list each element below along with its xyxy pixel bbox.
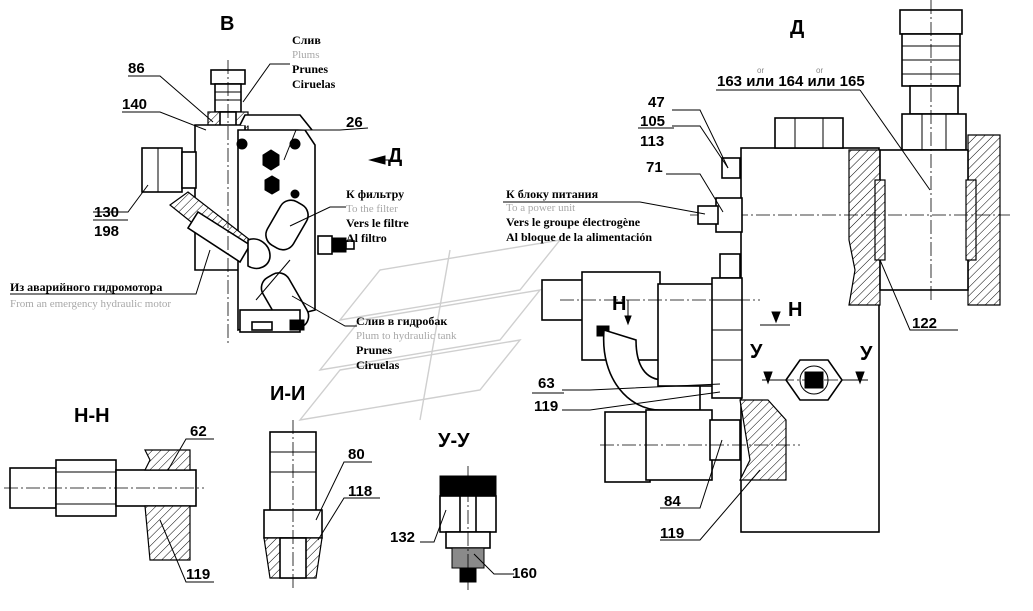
watermark-logo — [298, 239, 562, 421]
callout-86: 86 — [128, 60, 145, 77]
callout-113: 113 — [640, 133, 664, 150]
note-power-en: To a power unit — [506, 202, 575, 214]
or-label-1: or — [757, 66, 764, 75]
note-filter-fr: Vers le filtre — [346, 216, 409, 230]
callout-132: 132 — [390, 529, 415, 546]
piping-view-d — [541, 271, 800, 483]
section-u-marker-left: У — [750, 341, 763, 363]
callout-62: 62 — [190, 423, 207, 440]
section-h-marker-2: Н — [788, 299, 802, 321]
callout-119-hh: 119 — [186, 566, 210, 583]
callout-119-upper: 119 — [534, 398, 558, 415]
section-h-marker: Н — [612, 293, 626, 315]
section-h-h-title: Н-Н — [74, 405, 110, 427]
callout-63: 63 — [538, 375, 555, 392]
note-drain-es: Ciruelas — [292, 77, 336, 91]
valve-block-view-v — [141, 60, 355, 345]
note-emergency-motor: Из аварийного гидромотора From an emerge… — [10, 280, 171, 310]
view-v-title: В — [220, 13, 234, 35]
note-filter-ru: К фильтру — [346, 187, 404, 201]
note-tank-fr: Prunes — [356, 343, 392, 357]
note-tank-es: Ciruelas — [356, 358, 400, 372]
note-power-unit: К блоку питания To a power unit Vers le … — [506, 187, 652, 244]
callout-84: 84 — [664, 493, 681, 510]
valve-body-view-d — [690, 0, 1010, 533]
view-d-arrow-label: Д — [388, 145, 402, 167]
callout-140: 140 — [122, 96, 147, 113]
note-filter-en: To the filter — [346, 203, 398, 215]
section-i-i — [263, 420, 380, 590]
note-drain-en: Plums — [292, 49, 320, 61]
callout-118: 118 — [348, 483, 372, 500]
callout-80: 80 — [348, 446, 365, 463]
note-power-ru: К блоку питания — [506, 187, 599, 201]
view-v-leaders — [10, 63, 398, 327]
note-filter: К фильтру To the filter Vers le filtre A… — [346, 187, 409, 245]
callout-47: 47 — [648, 94, 665, 111]
section-u-u — [420, 466, 514, 590]
note-drain: Слив Plums Prunes Ciruelas — [292, 33, 336, 91]
callout-119-lower: 119 — [660, 525, 684, 542]
note-power-es: Al bloque de la alimentación — [506, 230, 652, 244]
callout-26: 26 — [346, 114, 363, 131]
or-label-2: or — [816, 66, 823, 75]
view-d-title: Д — [790, 17, 804, 39]
note-hydraulic-tank: Слив в гидробак Plum to hydraulic tank P… — [356, 314, 457, 372]
view-d-leaders — [503, 89, 958, 541]
callout-105: 105 — [640, 113, 665, 130]
callout-122: 122 — [912, 315, 937, 332]
section-h-h — [4, 438, 214, 583]
note-emergency-en: From an emergency hydraulic motor — [10, 298, 171, 310]
callout-130: 130 — [94, 204, 119, 221]
note-filter-es: Al filtro — [346, 231, 387, 245]
section-i-i-title: И-И — [270, 383, 305, 405]
callout-163-164-165: 163 или 164 или 165 — [717, 73, 865, 90]
note-power-fr: Vers le groupe électrogène — [506, 215, 641, 229]
note-emergency-ru: Из аварийного гидромотора — [10, 280, 162, 294]
section-u-marker-right: У — [860, 343, 873, 365]
callout-198: 198 — [94, 223, 119, 240]
section-u-u-title: У-У — [438, 430, 470, 452]
note-drain-fr: Prunes — [292, 62, 328, 76]
callout-160: 160 — [512, 565, 537, 582]
note-tank-en: Plum to hydraulic tank — [356, 330, 457, 342]
callout-71: 71 — [646, 159, 663, 176]
note-drain-ru: Слив — [292, 33, 321, 47]
note-tank-ru: Слив в гидробак — [356, 314, 447, 328]
